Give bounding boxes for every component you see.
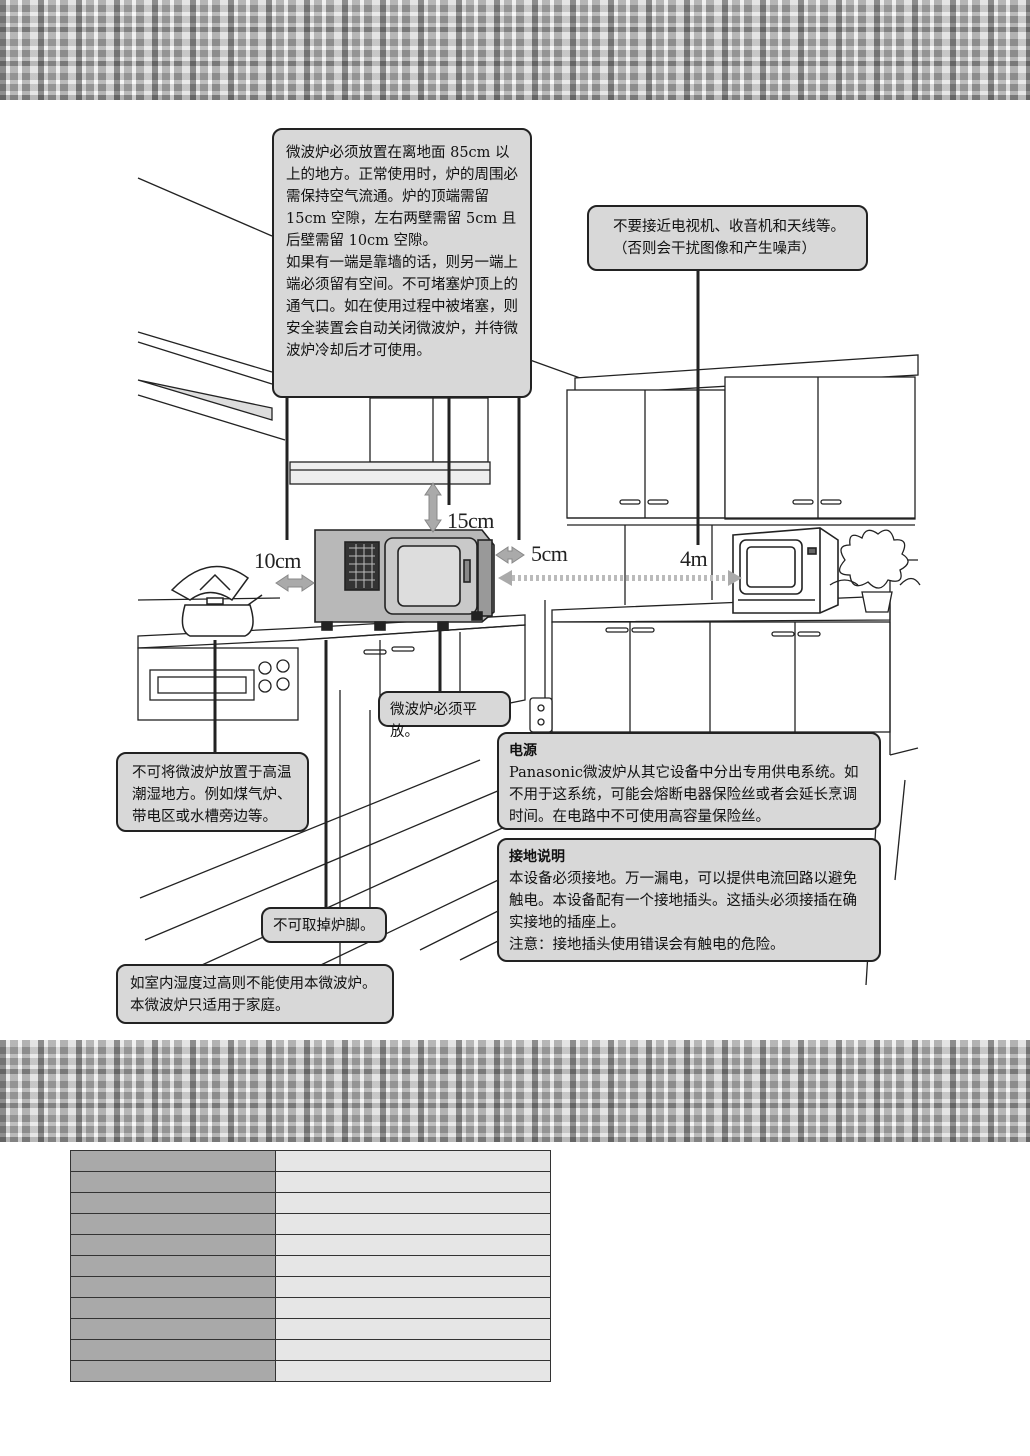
power-supply-title: 电源 <box>509 743 537 759</box>
decorative-plaid-band-middle <box>0 1040 1030 1142</box>
table-value-cell <box>275 1297 551 1319</box>
table-row <box>70 1234 551 1256</box>
table-label-cell <box>70 1234 276 1256</box>
top-clearance-label: 15cm <box>447 508 494 533</box>
humidity-text: 不可将微波炉放置于高温潮湿地方。例如煤气炉、带电区或水槽旁边等。 <box>132 765 292 825</box>
television-drawing <box>732 527 839 614</box>
table-value-cell <box>275 1276 551 1298</box>
kitchen-installation-illustration <box>137 177 921 986</box>
power-supply-text: Panasonic微波炉从其它设备中分出专用供电系统。如不用于这系统，可能会熔断… <box>509 765 859 825</box>
table-row <box>70 1318 551 1340</box>
table-label-cell <box>70 1213 276 1235</box>
potted-plant-drawing <box>829 529 921 613</box>
level-text: 微波炉必须平放。 <box>390 702 477 740</box>
table-value-cell <box>275 1255 551 1277</box>
table-label-cell <box>70 1192 276 1214</box>
side-clearance-label: 5cm <box>531 541 568 566</box>
table-label-cell <box>70 1150 276 1172</box>
table-row <box>70 1360 551 1382</box>
table-row <box>70 1339 551 1361</box>
table-value-cell <box>275 1339 551 1361</box>
table-row <box>70 1297 551 1319</box>
indoor-humidity-text: 如室内湿度过高则不能使用本微波炉。本微波炉只适用于家庭。 <box>130 976 377 1014</box>
table-value-cell <box>275 1360 551 1382</box>
table-label-cell <box>70 1318 276 1340</box>
table-value-cell <box>275 1318 551 1340</box>
placement-text-2: 如果有一端是靠墙的话，则另一端上端必须留有空间。不可堵塞炉顶上的通气口。如在使用… <box>286 255 518 359</box>
specification-table <box>70 1150 551 1382</box>
feet-callout: 不可取掉炉脚。 <box>261 907 387 943</box>
kettle-drawing <box>170 565 263 637</box>
table-value-cell <box>275 1192 551 1214</box>
table-label-cell <box>70 1255 276 1277</box>
indoor-humidity-callout: 如室内湿度过高则不能使用本微波炉。本微波炉只适用于家庭。 <box>116 964 394 1024</box>
placement-callout: 微波炉必须放置在离地面 85cm 以上的地方。正常使用时，炉的周围必需保持空气流… <box>272 128 532 398</box>
humidity-callout: 不可将微波炉放置于高温潮湿地方。例如煤气炉、带电区或水槽旁边等。 <box>116 752 309 832</box>
table-label-cell <box>70 1171 276 1193</box>
table-row <box>70 1213 551 1235</box>
tv-distance-label: 4m <box>680 546 708 571</box>
tv-interference-line2: （否则会干扰图像和产生噪声） <box>613 241 816 257</box>
table-label-cell <box>70 1276 276 1298</box>
grounding-callout: 接地说明 本设备必须接地。万一漏电，可以提供电流回路以避免触电。本设备配有一个接… <box>497 838 881 962</box>
level-callout: 微波炉必须平放。 <box>378 691 511 740</box>
table-row <box>70 1276 551 1298</box>
decorative-plaid-band-top <box>0 0 1030 100</box>
table-label-cell <box>70 1360 276 1382</box>
table-row <box>70 1171 551 1193</box>
placement-text-1: 微波炉必须放置在离地面 85cm 以上的地方。正常使用时，炉的周围必需保持空气流… <box>286 145 518 249</box>
table-value-cell <box>275 1171 551 1193</box>
table-row <box>70 1255 551 1277</box>
power-supply-callout: 电源 Panasonic微波炉从其它设备中分出专用供电系统。如不用于这系统，可能… <box>497 732 881 830</box>
tv-interference-callout: 不要接近电视机、收音机和天线等。 （否则会干扰图像和产生噪声） <box>587 205 868 271</box>
table-value-cell <box>275 1213 551 1235</box>
table-value-cell <box>275 1150 551 1172</box>
grounding-text: 本设备必须接地。万一漏电，可以提供电流回路以避免触电。本设备配有一个接地插头。这… <box>509 871 857 931</box>
clearance-arrows <box>275 482 525 592</box>
tv-interference-line1: 不要接近电视机、收音机和天线等。 <box>613 219 845 235</box>
table-label-cell <box>70 1339 276 1361</box>
table-row <box>70 1150 551 1172</box>
feet-text: 不可取掉炉脚。 <box>273 918 375 934</box>
grounding-note: 注意：接地插头使用错误会有触电的危险。 <box>509 937 785 953</box>
back-clearance-label: 10cm <box>254 548 301 573</box>
table-label-cell <box>70 1297 276 1319</box>
leader-lines <box>213 270 700 907</box>
table-value-cell <box>275 1234 551 1256</box>
table-row <box>70 1192 551 1214</box>
grounding-title: 接地说明 <box>509 849 565 865</box>
microwave-oven-drawing <box>314 529 495 631</box>
